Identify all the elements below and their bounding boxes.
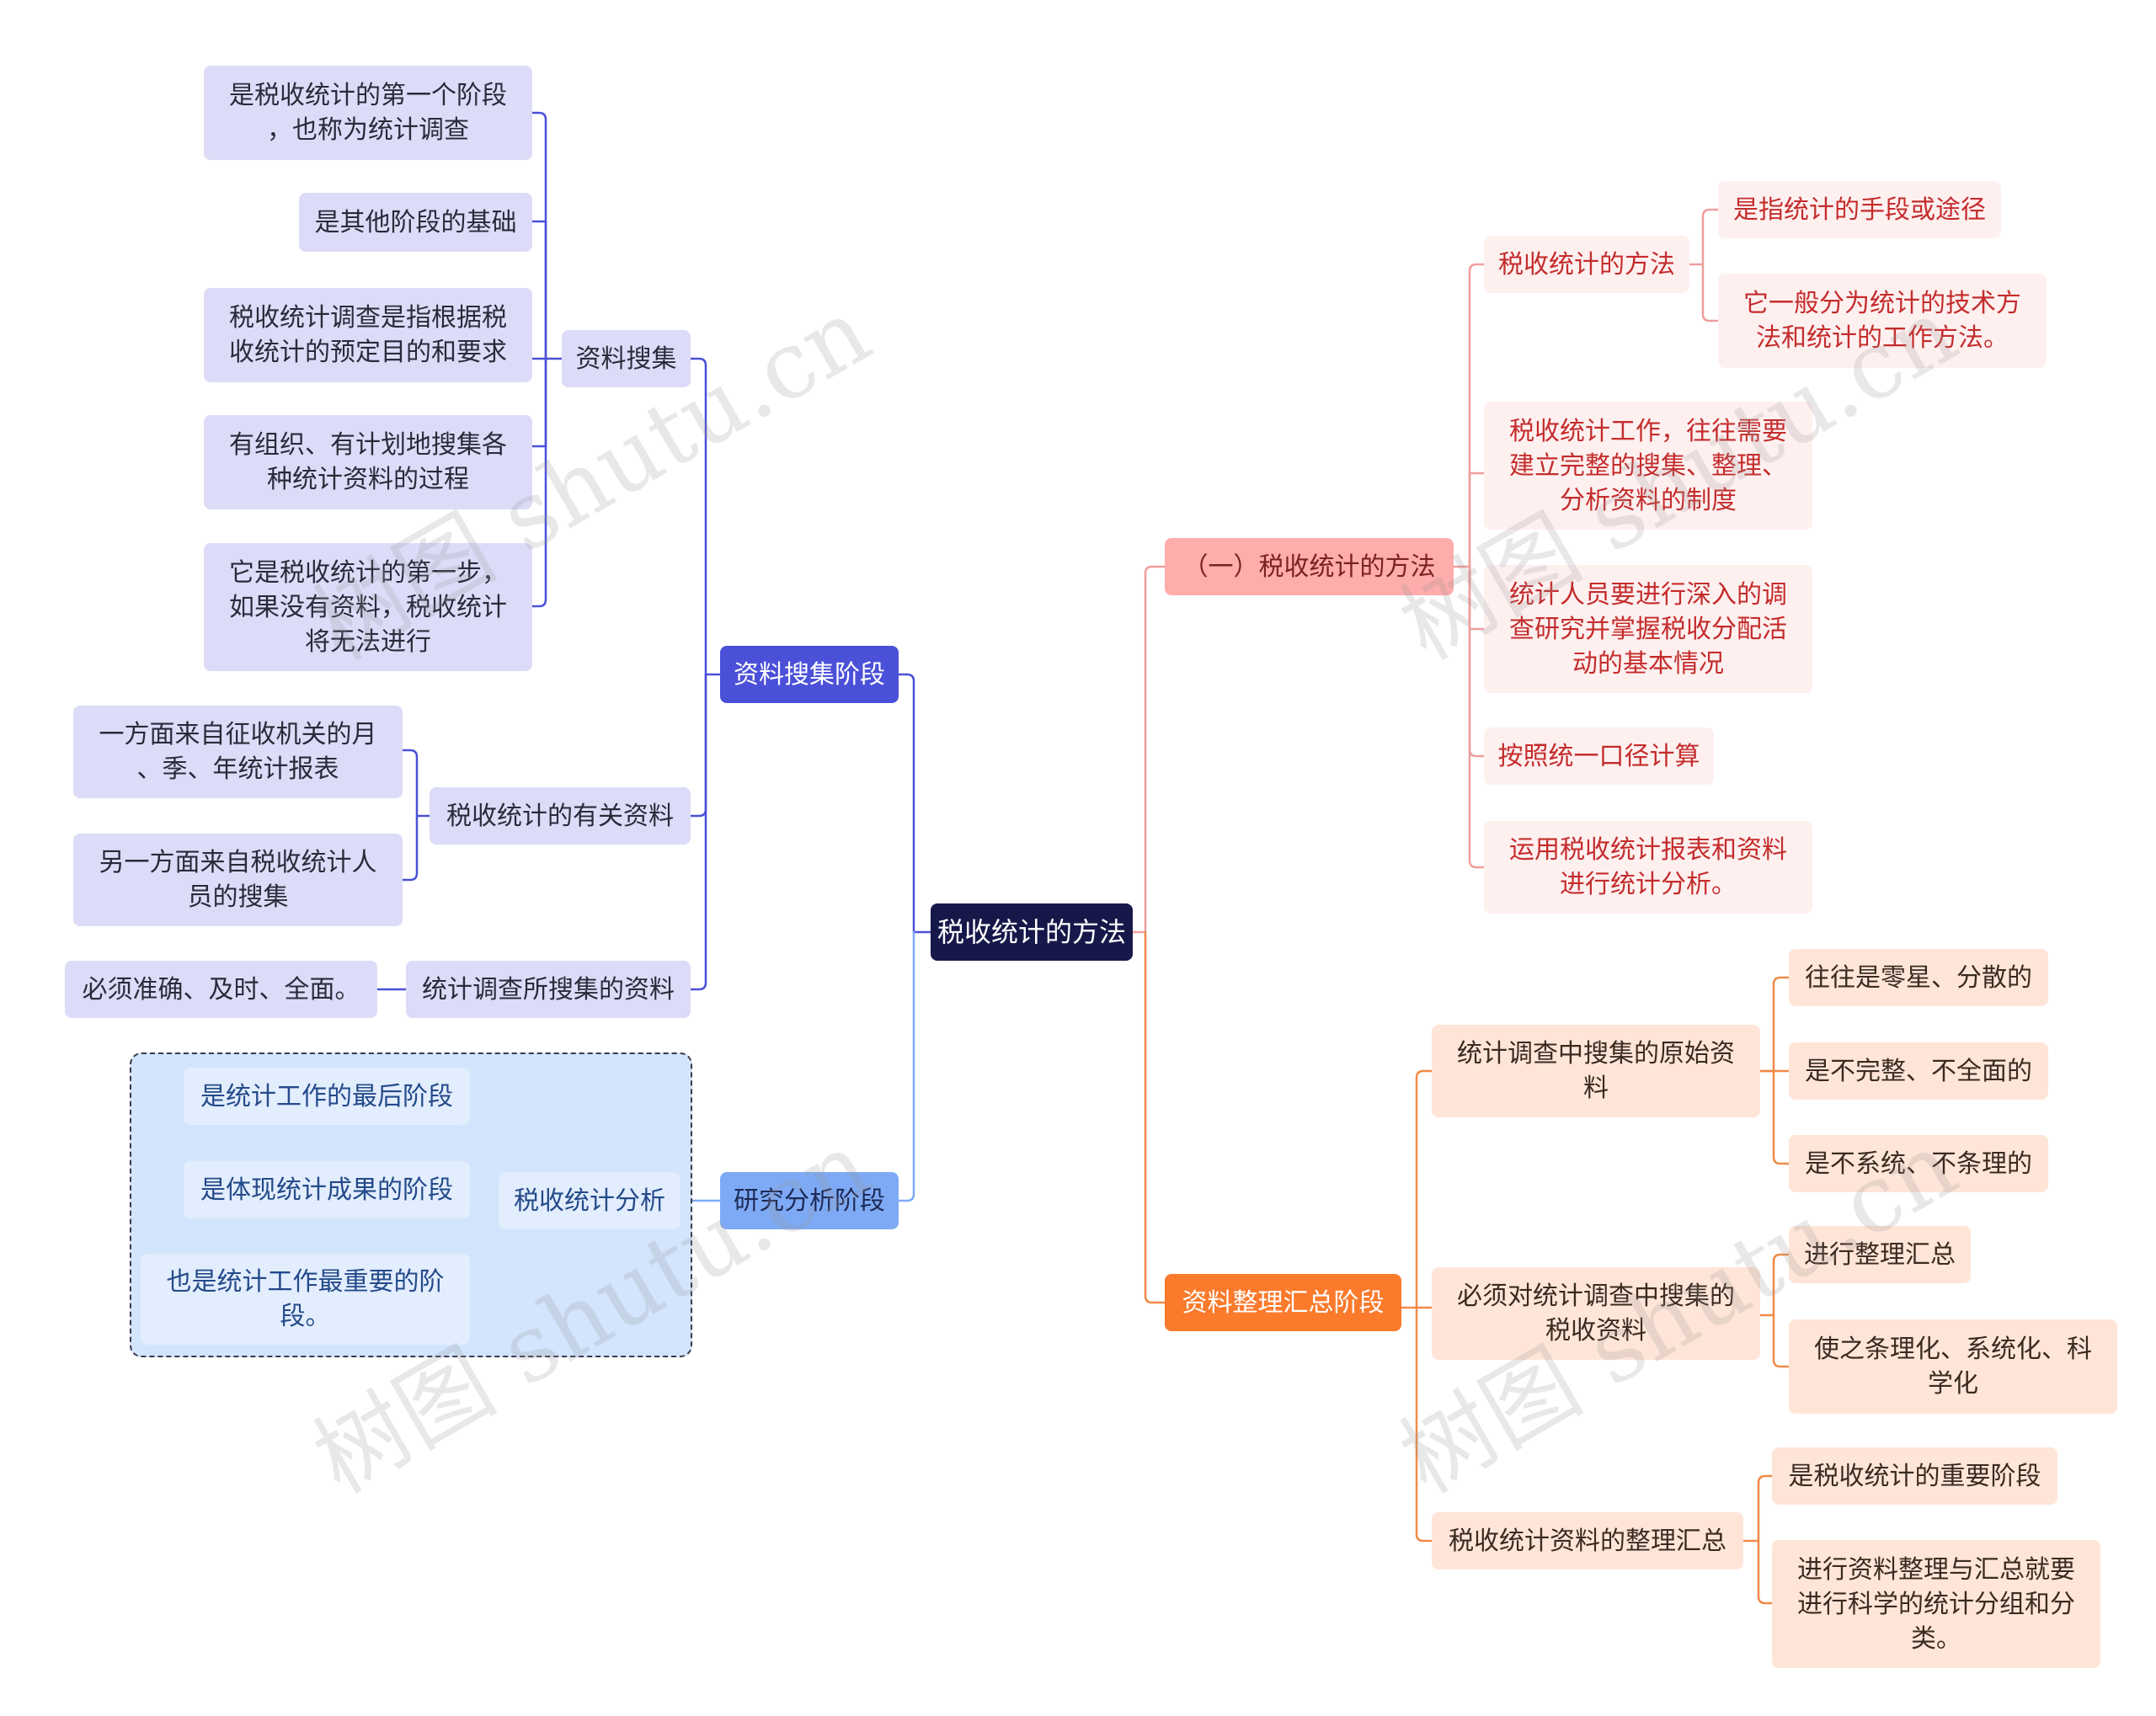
node-must-organize[interactable]: 必须对统计调查中搜集的 税收资料 <box>1432 1267 1760 1360</box>
must-item-1[interactable]: 进行整理汇总 <box>1789 1226 1971 1283</box>
method-item-2[interactable]: 它一般分为统计的技术方 法和统计的工作方法。 <box>1718 274 2047 368</box>
raw-item-1[interactable]: 往往是零星、分散的 <box>1789 949 2048 1006</box>
collect-item-3[interactable]: 税收统计调查是指根据税 收统计的预定目的和要求 <box>204 288 532 382</box>
must-item-2[interactable]: 使之条理化、系统化、科 学化 <box>1789 1319 2117 1414</box>
branch-summary-stage[interactable]: 资料整理汇总阶段 <box>1165 1274 1401 1331</box>
collect-item-5[interactable]: 它是税收统计的第一步， 如果没有资料，税收统计 将无法进行 <box>204 543 532 671</box>
survey-item-1[interactable]: 必须准确、及时、全面。 <box>65 961 377 1018</box>
related-item-2[interactable]: 另一方面来自税收统计人 员的搜集 <box>73 834 403 926</box>
node-summary[interactable]: 税收统计资料的整理汇总 <box>1432 1512 1743 1569</box>
collect-item-2[interactable]: 是其他阶段的基础 <box>299 193 532 252</box>
raw-item-3[interactable]: 是不系统、不条理的 <box>1789 1135 2048 1192</box>
node-method[interactable]: 税收统计的方法 <box>1484 236 1689 293</box>
collect-item-4[interactable]: 有组织、有计划地搜集各 种统计资料的过程 <box>204 415 532 509</box>
method-other-3[interactable]: 按照统一口径计算 <box>1484 727 1714 785</box>
node-survey-materials[interactable]: 统计调查所搜集的资料 <box>406 961 691 1018</box>
node-tax-analysis[interactable]: 税收统计分析 <box>499 1172 680 1229</box>
method-other-1[interactable]: 税收统计工作，往往需要 建立完整的搜集、整理、 分析资料的制度 <box>1484 402 1812 530</box>
summary-item-2[interactable]: 进行资料整理与汇总就要 进行科学的统计分组和分 类。 <box>1772 1540 2100 1668</box>
analysis-item-1[interactable]: 是统计工作的最后阶段 <box>184 1068 470 1125</box>
branch-method-section[interactable]: （一）税收统计的方法 <box>1165 538 1454 595</box>
analysis-item-3[interactable]: 也是统计工作最重要的阶 段。 <box>141 1254 470 1345</box>
raw-item-2[interactable]: 是不完整、不全面的 <box>1789 1042 2048 1100</box>
node-related-materials[interactable]: 税收统计的有关资料 <box>430 787 691 845</box>
branch-collect-stage[interactable]: 资料搜集阶段 <box>720 646 899 703</box>
related-item-1[interactable]: 一方面来自征收机关的月 、季、年统计报表 <box>73 706 403 798</box>
summary-item-1[interactable]: 是税收统计的重要阶段 <box>1772 1447 2057 1505</box>
node-collect[interactable]: 资料搜集 <box>562 330 691 387</box>
method-other-2[interactable]: 统计人员要进行深入的调 查研究并掌握税收分配活 动的基本情况 <box>1484 565 1812 693</box>
method-item-1[interactable]: 是指统计的手段或途径 <box>1718 181 2001 238</box>
node-raw-materials[interactable]: 统计调查中搜集的原始资 料 <box>1432 1025 1760 1117</box>
method-other-4[interactable]: 运用税收统计报表和资料 进行统计分析。 <box>1484 821 1812 914</box>
branch-analysis-stage[interactable]: 研究分析阶段 <box>720 1172 899 1229</box>
collect-item-1[interactable]: 是税收统计的第一个阶段 ，也称为统计调查 <box>204 66 532 160</box>
analysis-item-2[interactable]: 是体现统计成果的阶段 <box>184 1161 470 1218</box>
root-node[interactable]: 税收统计的方法 <box>931 903 1133 961</box>
